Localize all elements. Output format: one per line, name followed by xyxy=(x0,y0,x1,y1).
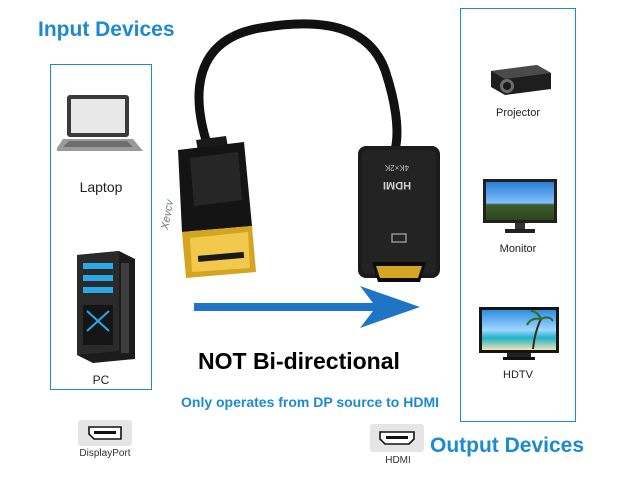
not-bidirectional-headline: NOT Bi-directional xyxy=(198,348,400,374)
direction-arrow xyxy=(194,286,420,328)
operation-direction-note: Only operates from DP source to HDMI xyxy=(181,394,440,410)
input-devices-heading: Input Devices xyxy=(38,18,175,41)
watermark-text: Xevcv xyxy=(159,197,176,231)
projector-label: Projector xyxy=(495,107,541,119)
hdmi-port-symbol-icon xyxy=(379,431,415,445)
displayport-plug xyxy=(178,136,256,278)
hdmi-adapter-housing: HDMI 4K×2K xyxy=(358,146,440,282)
laptop-label: Laptop xyxy=(79,179,123,195)
displayport-port-icon xyxy=(88,426,122,440)
hdmi-port-box xyxy=(370,424,424,452)
resolution-text: 4K×2K xyxy=(384,163,409,172)
hdmi-housing-text: HDMI xyxy=(383,179,411,191)
hdmi-port-icon xyxy=(391,233,407,243)
dp-to-hdmi-adapter-image: Xevcv HDMI 4K×2K xyxy=(159,19,440,282)
hdtv-label: HDTV xyxy=(503,369,533,381)
hdmi-label: HDMI xyxy=(385,455,411,466)
monitor-icon xyxy=(483,179,557,233)
pc-tower-icon xyxy=(77,251,135,363)
input-devices-panel: Laptop PC xyxy=(50,64,152,390)
projector-icon xyxy=(491,65,551,95)
output-devices-panel: Projector Monitor xyxy=(460,8,576,422)
displayport-port-box xyxy=(78,420,132,446)
monitor-label: Monitor xyxy=(499,243,537,255)
laptop-icon xyxy=(57,95,143,151)
displayport-label: DisplayPort xyxy=(79,448,131,459)
output-devices-heading: Output Devices xyxy=(430,434,585,457)
hdtv-icon xyxy=(479,307,559,360)
pc-label: PC xyxy=(92,373,110,387)
